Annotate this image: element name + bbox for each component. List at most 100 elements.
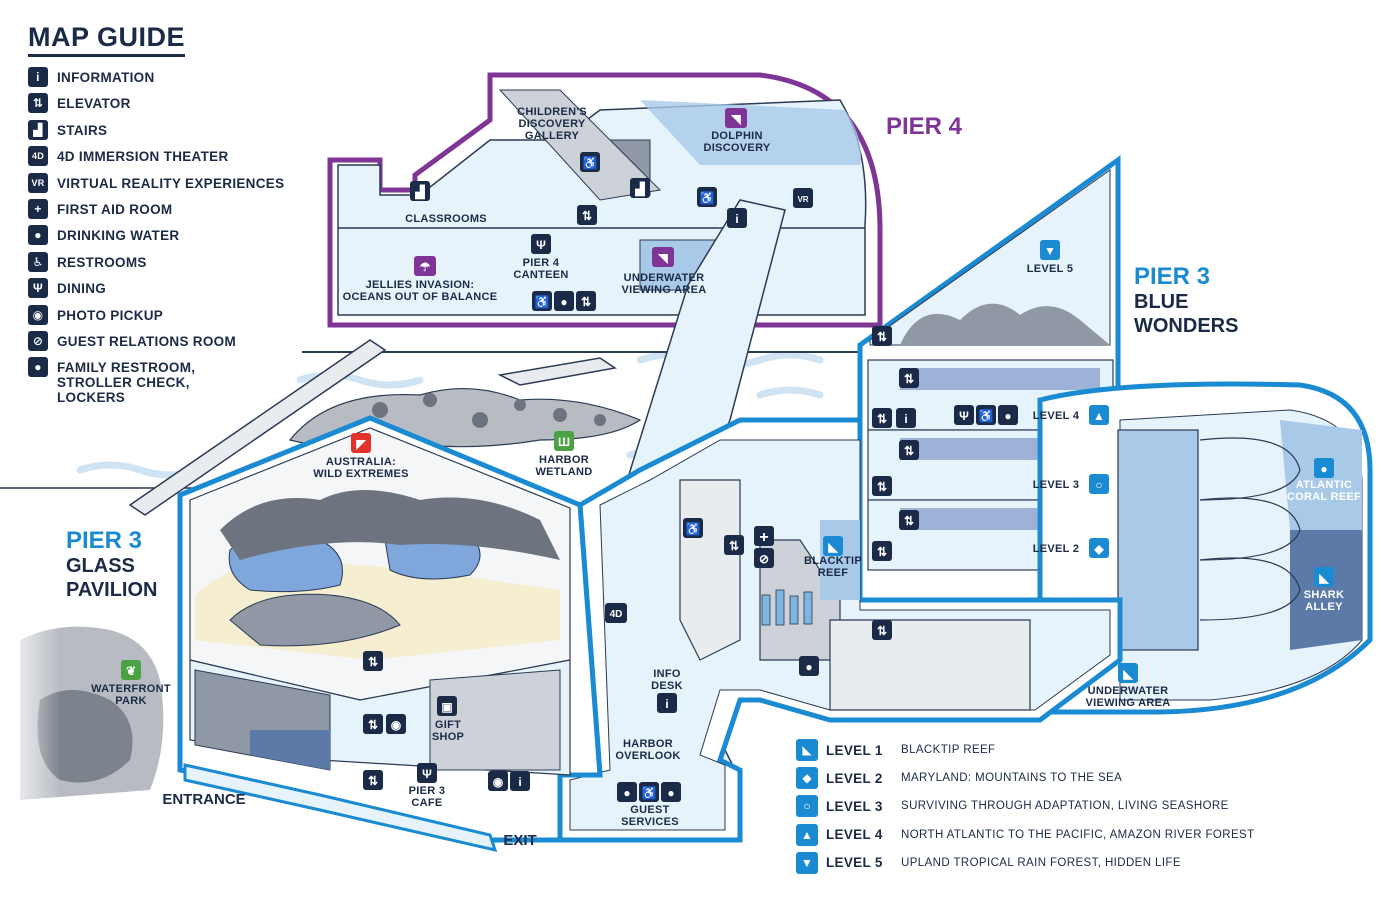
- magnifier-icon: ○: [1089, 474, 1109, 494]
- atlantic-coral-reef-label: ATLANTIC: [1296, 479, 1353, 491]
- kangaroo-icon: ◤: [351, 433, 371, 453]
- guest-services-label: SERVICES: [621, 816, 679, 828]
- svg-text:◉: ◉: [391, 718, 402, 732]
- svg-text:●: ●: [1320, 462, 1327, 476]
- svg-text:▟: ▟: [414, 184, 425, 200]
- svg-text:VR: VR: [797, 195, 808, 204]
- photo-pickup-icon: ◉: [386, 714, 406, 734]
- restrooms-icon: ♿: [683, 518, 703, 538]
- shark-icon: ◣: [1314, 567, 1334, 587]
- bird-icon: ▲: [796, 823, 818, 846]
- legend-item: ◉PHOTO PICKUP: [28, 304, 328, 331]
- magnifier-icon: ○: [796, 795, 818, 818]
- information-icon: i: [28, 67, 48, 87]
- harbor-overlook-label: HARBOR: [623, 738, 673, 750]
- svg-text:Ψ: Ψ: [422, 767, 432, 781]
- legend-item-label: DINING: [57, 281, 107, 297]
- level-key-description: UPLAND TROPICAL RAIN FOREST, HIDDEN LIFE: [901, 856, 1181, 869]
- dining-icon: Ψ: [954, 405, 974, 425]
- restrooms-icon: ♿: [532, 291, 552, 311]
- blacktip-reef-icon: ◣: [796, 739, 818, 762]
- information-icon: i: [510, 771, 530, 791]
- svg-text:♿: ♿: [642, 786, 657, 800]
- shark-alley-label: ALLEY: [1305, 601, 1343, 613]
- drinking-water-icon: ●: [998, 405, 1018, 425]
- elevator-icon: ⇅: [872, 408, 892, 428]
- toucan-icon: ▼: [796, 851, 818, 874]
- photo-pickup-icon: ◉: [488, 771, 508, 791]
- svg-text:◤: ◤: [355, 437, 366, 451]
- legend-item-label: GUEST RELATIONS ROOM: [57, 333, 237, 349]
- legend-title: MAP GUIDE: [28, 22, 186, 57]
- svg-text:❦: ❦: [126, 664, 136, 678]
- legend-item: +FIRST AID ROOM: [28, 198, 328, 225]
- elevator-icon: ⇅: [577, 205, 597, 225]
- restrooms-icon: ♿: [580, 152, 600, 172]
- legend-item: ⇅ELEVATOR: [28, 93, 328, 119]
- 4d-theater-icon: 4D: [605, 603, 627, 623]
- svg-text:♿: ♿: [583, 156, 598, 170]
- svg-text:◣: ◣: [1318, 571, 1329, 585]
- leaf-icon: ❦: [121, 660, 141, 680]
- legend-item-label: ELEVATOR: [57, 96, 131, 112]
- level-key-description: BLACKTIP REEF: [901, 744, 996, 757]
- svg-text:⇅: ⇅: [877, 480, 887, 494]
- elevator-icon: ⇅: [872, 326, 892, 346]
- australia-label: AUSTRALIA:: [326, 456, 396, 468]
- shark-alley-label: SHARK: [1304, 589, 1345, 601]
- svg-text:⇅: ⇅: [877, 624, 887, 638]
- walkway: [128, 339, 387, 516]
- classrooms-label: CLASSROOMS: [405, 213, 487, 225]
- svg-text:Ψ: Ψ: [536, 238, 546, 252]
- guest-relations-icon: ⊘: [754, 548, 774, 568]
- bird-icon: ▲: [1089, 405, 1109, 425]
- pier-3-glass-title: PIER 3: [66, 527, 142, 554]
- svg-text:i: i: [904, 412, 907, 426]
- atlantic-coral-reef-label: CORAL REEF: [1287, 491, 1361, 503]
- underwater-viewing-icon: ◣: [1118, 663, 1138, 683]
- legend-item: ⊘GUEST RELATIONS ROOM: [28, 330, 328, 357]
- legend-item-label: FAMILY RESTROOM, STROLLER CHECK, LOCKERS: [57, 360, 196, 406]
- svg-text:i: i: [665, 697, 668, 711]
- svg-text:i: i: [518, 775, 521, 789]
- svg-text:♿: ♿: [535, 295, 550, 309]
- information-icon: i: [657, 693, 677, 713]
- dolphin-icon: ◥: [652, 247, 674, 267]
- drinking-water-icon: ●: [661, 782, 681, 802]
- level-key-description: NORTH ATLANTIC TO THE PACIFIC, AMAZON RI…: [901, 828, 1255, 841]
- elevator-icon: ⇅: [363, 714, 383, 734]
- info-desk-label: DESK: [651, 680, 683, 692]
- dolphin-discovery-label: DISCOVERY: [703, 142, 770, 154]
- svg-text:◉: ◉: [493, 775, 504, 789]
- drinking-water-icon: ●: [28, 225, 48, 246]
- elevator-icon: ⇅: [899, 510, 919, 530]
- svg-text:i: i: [735, 212, 738, 226]
- pier-3-blue-sub1: BLUE: [1134, 291, 1188, 313]
- gift-shop-icon: ▣: [437, 696, 457, 716]
- svg-text:◣: ◣: [1122, 667, 1133, 681]
- elevator-icon: ⇅: [872, 541, 892, 561]
- svg-text:⇅: ⇅: [877, 412, 887, 426]
- canteen-label: PIER 4: [523, 257, 560, 269]
- legend-item-label: VIRTUAL REALITY EXPERIENCES: [57, 175, 285, 191]
- restrooms-icon: ♿: [28, 251, 48, 272]
- pier-3-glass-sub2: PAVILION: [66, 579, 157, 601]
- dining-icon: Ψ: [417, 763, 437, 783]
- restrooms-icon: ♿: [639, 782, 659, 802]
- elevator-icon: ⇅: [363, 651, 383, 671]
- pier-3-cafe-label: CAFE: [411, 797, 442, 809]
- underwater-viewing-pier3-label: UNDERWATER: [1088, 685, 1169, 697]
- vr-icon: VR: [793, 188, 813, 208]
- pier-3-blue-sub2: WONDERS: [1134, 315, 1238, 337]
- elevator-icon: ⇅: [899, 368, 919, 388]
- turtle-icon: ◆: [1089, 538, 1109, 558]
- australia-label: WILD EXTREMES: [313, 468, 409, 480]
- blacktip-reef-label: BLACKTIP: [804, 555, 862, 567]
- exit-label: EXIT: [503, 832, 536, 849]
- level-4-label: LEVEL 4: [1033, 410, 1080, 422]
- legend-item-label: STAIRS: [57, 122, 108, 138]
